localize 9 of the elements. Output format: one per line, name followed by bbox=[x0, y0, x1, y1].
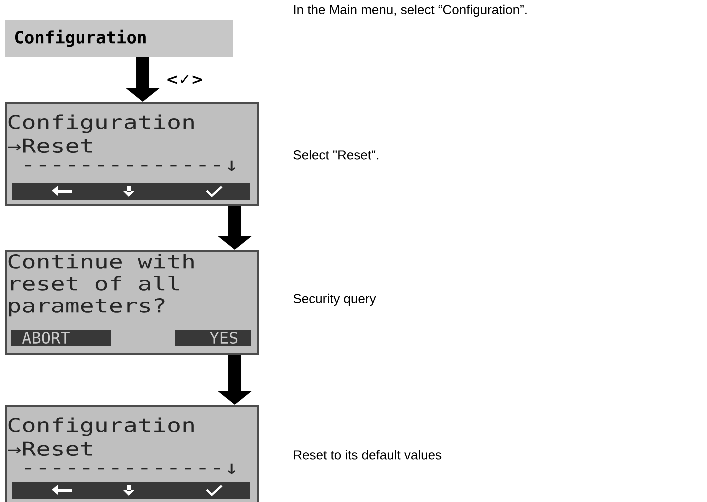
step-description: Select "Reset". bbox=[294, 150, 379, 160]
step-description: Security query bbox=[294, 294, 376, 306]
lcd-screen: Configuration →Reset --------------↓ bbox=[5, 102, 259, 206]
lcd-screen: Continue with reset of all parameters? ABORT YES bbox=[5, 250, 259, 355]
menu-title-bar: Configuration bbox=[5, 20, 234, 58]
step-description: In the Main menu, select “Configuration”. bbox=[294, 4, 527, 18]
step-description: Reset to its default values bbox=[294, 450, 442, 460]
lcd-screen: Configuration →Reset --------------↓ bbox=[5, 405, 259, 502]
edge-label: <✓> bbox=[165, 74, 205, 86]
